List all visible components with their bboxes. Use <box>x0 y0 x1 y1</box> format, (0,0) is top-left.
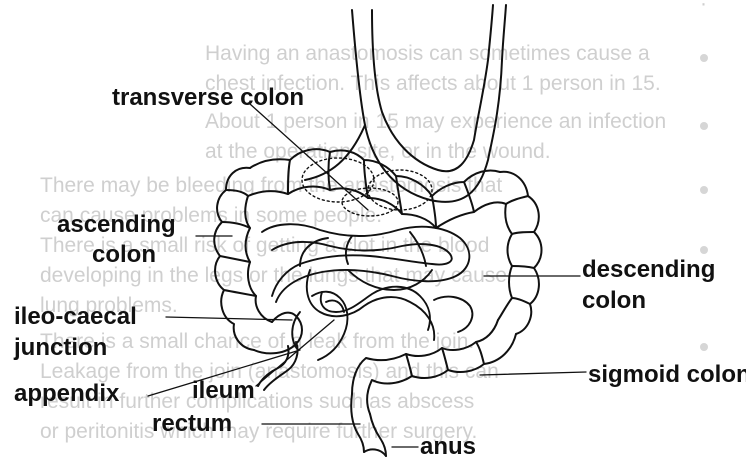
label-descending-colon-line2: colon <box>582 287 646 315</box>
label-descending-colon-line1: descending <box>582 256 715 284</box>
ascending-colon-outline <box>214 168 272 350</box>
label-ascending-colon-line2: colon <box>92 241 156 269</box>
label-rectum: rectum <box>152 410 232 438</box>
rectum-outline <box>351 394 386 456</box>
label-ileum: ileum <box>192 377 255 405</box>
descending-colon-outline <box>498 172 542 334</box>
small-intestine-outline <box>262 224 472 360</box>
label-ileo-caecal-line1: ileo-caecal <box>14 303 137 331</box>
label-ileo-caecal-line2: junction <box>14 334 107 362</box>
label-ascending-colon-line1: ascending <box>57 211 176 239</box>
label-transverse-colon: transverse colon <box>112 84 304 112</box>
label-sigmoid-colon: sigmoid colon <box>588 361 746 389</box>
stomach-outline <box>305 5 506 202</box>
label-anus: anus <box>420 433 476 461</box>
label-appendix: appendix <box>14 380 119 408</box>
